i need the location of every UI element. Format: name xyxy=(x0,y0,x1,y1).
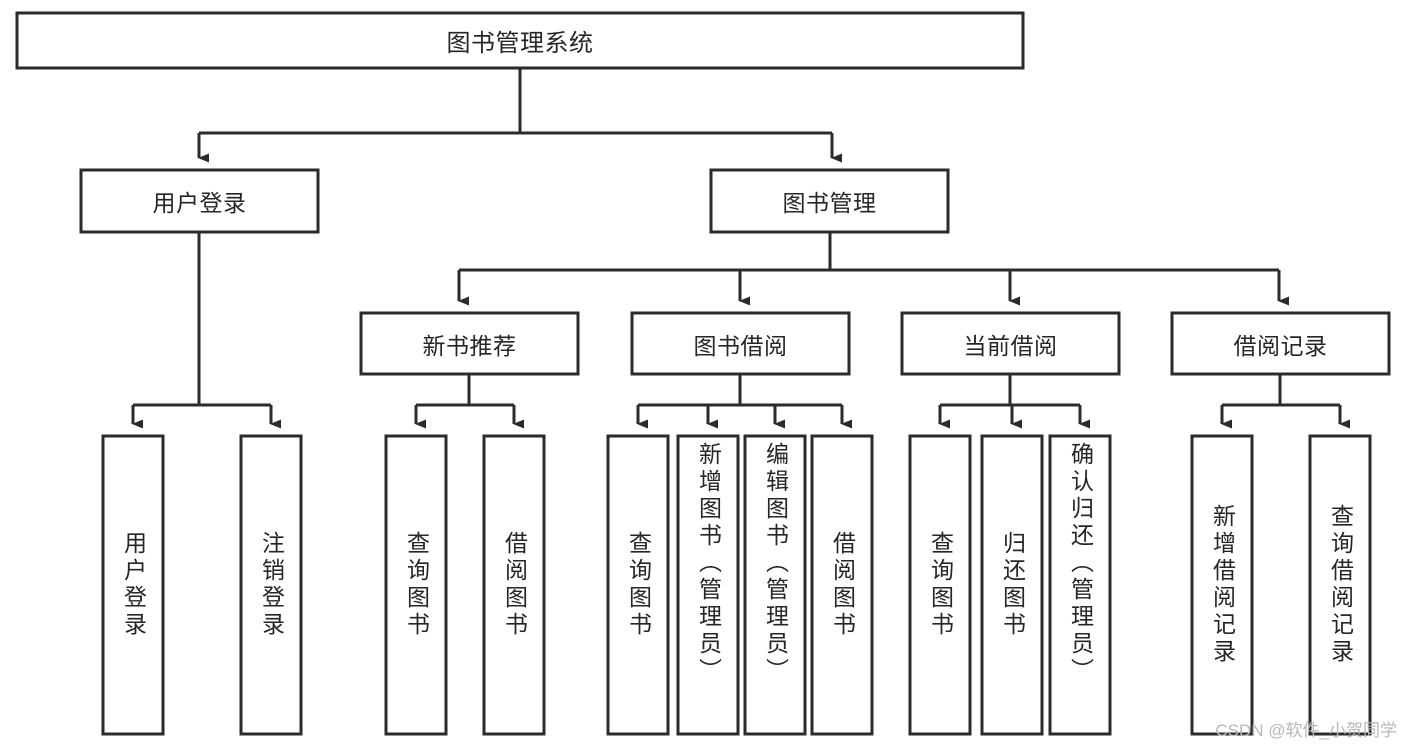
connector-newbook-to-leaves xyxy=(414,374,524,429)
connector-record-to-leaves xyxy=(1220,374,1350,429)
connector-current-to-leaves xyxy=(938,374,1090,429)
node-leaf-box-1[interactable] xyxy=(239,434,303,736)
node-leaf-box-4[interactable] xyxy=(606,434,670,736)
node-leaf-box-9[interactable] xyxy=(980,434,1044,736)
node-leaf-box-5[interactable] xyxy=(676,434,740,736)
connector-userlogin-to-leaves xyxy=(131,232,281,429)
node-level3-box-1[interactable] xyxy=(630,311,851,376)
node-leaf-box-7[interactable] xyxy=(810,434,874,736)
node-leaf-box-0[interactable] xyxy=(101,434,165,736)
node-level2-box-1[interactable] xyxy=(709,168,950,234)
node-leaf-box-3[interactable] xyxy=(482,434,546,736)
node-level3-box-2[interactable] xyxy=(900,311,1121,376)
node-leaf-box-10[interactable] xyxy=(1048,434,1112,736)
node-level3-box-3[interactable] xyxy=(1170,311,1391,376)
node-leaf-box-6[interactable] xyxy=(743,434,807,736)
node-leaf-box-8[interactable] xyxy=(908,434,972,736)
connector-borrow-to-leaves xyxy=(636,374,852,429)
node-leaf-box-11[interactable] xyxy=(1190,434,1254,736)
node-level3-box-0[interactable] xyxy=(359,311,580,376)
node-root-box[interactable] xyxy=(15,11,1025,70)
connector-bookmgmt-to-level3 xyxy=(457,232,1289,306)
node-leaf-box-12[interactable] xyxy=(1308,434,1372,736)
connector-root-to-level2 xyxy=(197,68,842,163)
node-level2-box-0[interactable] xyxy=(79,168,320,234)
node-leaf-box-2[interactable] xyxy=(384,434,448,736)
